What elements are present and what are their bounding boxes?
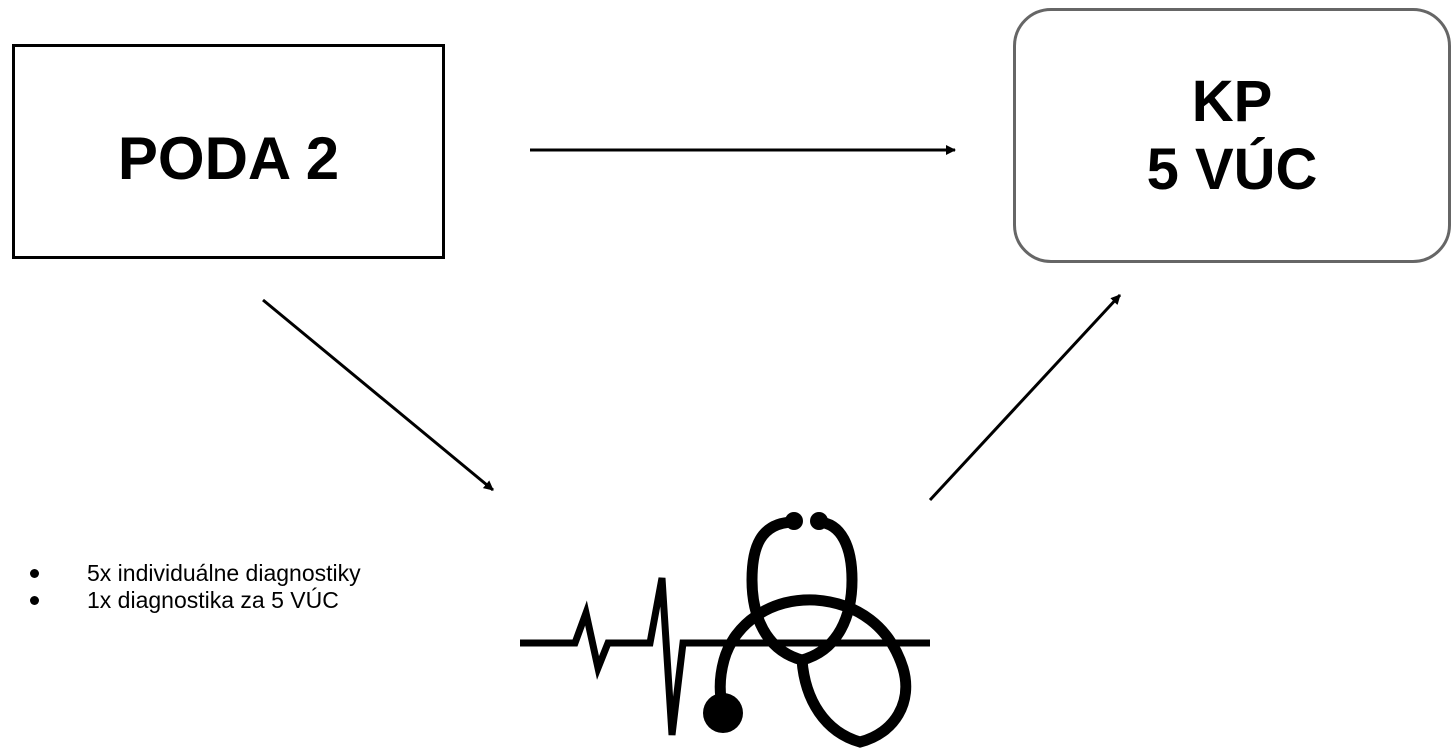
notes-list: 5x individuálne diagnostiky 1x diagnosti… — [30, 560, 361, 614]
stethoscope-earpiece-left — [785, 512, 803, 530]
note-item: 5x individuálne diagnostiky — [30, 560, 361, 587]
heartbeat-line — [520, 577, 930, 736]
stethoscope-earpiece-right — [810, 512, 828, 530]
source-node-box: PODA 2 — [12, 44, 445, 259]
arrow-source-to-center — [262, 298, 494, 492]
stethoscope-chestpiece — [703, 693, 743, 733]
target-node-label-line2: 5 VÚC — [1146, 136, 1318, 202]
arrow-center-to-target — [928, 293, 1122, 502]
note-item: 1x diagnostika za 5 VÚC — [30, 587, 361, 614]
target-node-box: KP 5 VÚC — [1013, 8, 1451, 263]
target-node-label-line1: KP — [1191, 68, 1273, 134]
stethoscope-tube — [746, 516, 858, 666]
stethoscope-heartbeat-icon — [520, 512, 930, 748]
stethoscope-stem — [714, 594, 912, 748]
source-node-label: PODA 2 — [117, 124, 340, 192]
